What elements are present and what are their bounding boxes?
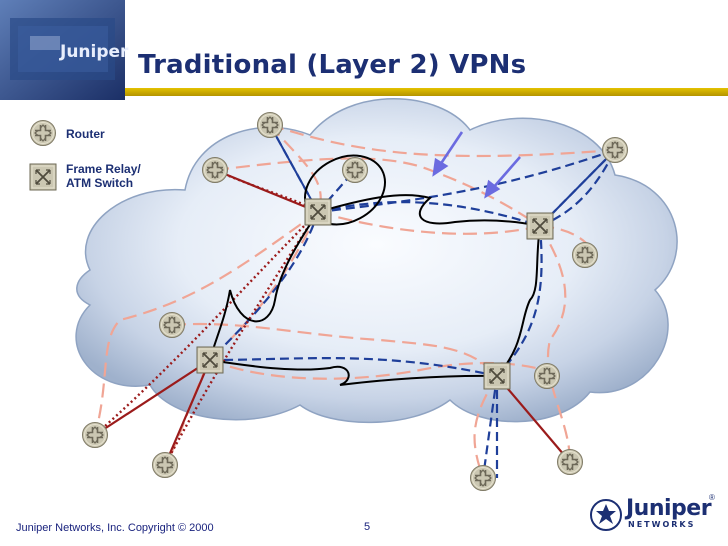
router-top-right [601,136,629,164]
legend-router-label: Router [66,127,105,141]
router-left [158,311,186,339]
legend-switch-label-line1: Frame Relay/ [66,162,141,176]
footer-copyright: Juniper Networks, Inc. Copyright © 2000 [16,522,214,534]
router-bottom-left-2 [151,451,179,479]
legend-switch-icon [29,163,57,191]
juniper-logo-icon [590,499,622,531]
page-number: 5 [364,521,371,533]
slide-title: Traditional (Layer 2) VPNs [138,50,527,80]
corner-logo-text: Juniper [60,42,129,62]
switch-top-left [304,198,332,226]
brand-logo-sub: NETWORKS [628,520,696,529]
switch-bottom-right [483,362,511,390]
router-right [571,241,599,269]
brand-logo-word: Juniper [626,496,712,521]
router-bottom-right [556,448,584,476]
router-top [256,111,284,139]
legend-router-icon [29,119,57,147]
brand-logo-reg: ® [709,493,715,502]
legend-switch-label-line2: ATM Switch [66,176,134,190]
title-underline-bar [125,88,728,96]
router-top-center [341,156,369,184]
router-bottom-left [81,421,109,449]
router-bottom [469,464,497,492]
router-right-lower [533,362,561,390]
highlight-arrows [432,131,521,199]
corner-logo-image [0,0,125,100]
switch-top-right [526,212,554,240]
router-top-left [201,156,229,184]
switch-bottom-left [196,346,224,374]
red-dotted-links [94,168,320,466]
